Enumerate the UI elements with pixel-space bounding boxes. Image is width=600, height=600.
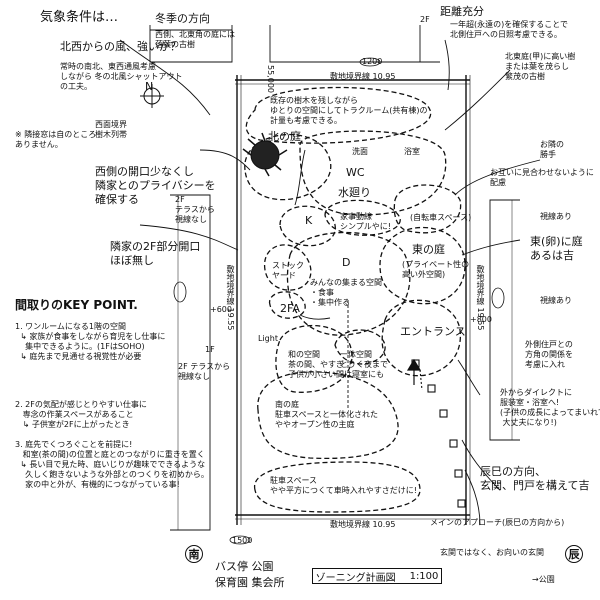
- zone-south-garden: [257, 371, 399, 460]
- south-mark: 南: [185, 545, 203, 563]
- zone-east-garden: [379, 226, 466, 305]
- neighbor-building-nw: [149, 25, 233, 63]
- zone-entrance: [381, 299, 461, 377]
- washroom-label: 洗面: [352, 147, 368, 156]
- work-label: 家事動線 シンプルやに!: [340, 212, 391, 231]
- diagram-title-box: ゾーニング計画図 1:100: [312, 568, 442, 584]
- d-label: D: [342, 256, 351, 269]
- zone-bike: [393, 184, 462, 234]
- zone-2fa: [269, 291, 306, 319]
- neighbor-building-east: [489, 199, 520, 441]
- parking-label: 駐車スペース やや平方につくて車時入れやすさだけに!: [270, 476, 417, 495]
- tatami-label: 和の空間 茶の間、やすぎ 子供が小さい間は寝室にも: [288, 350, 384, 379]
- water-label: 水廻り: [338, 186, 371, 199]
- dim-marker-bottom: [229, 535, 251, 545]
- view-sight2-note: 視線あり: [540, 296, 572, 305]
- neighbor-2f-note: 隣家の2F部分開口 ほぼ無し: [110, 240, 201, 267]
- leader-wind: [119, 39, 211, 116]
- wind-detail-note: 西側、北東角の庭には 落葉の古樹: [155, 30, 235, 49]
- entrance-label: エントランス: [400, 325, 466, 338]
- north-wind-note: 北西からの風、強いか？: [60, 40, 181, 53]
- zone-parking: [254, 461, 421, 513]
- entrance-note: 玄関ではなく、お向いの玄関: [440, 548, 544, 557]
- side-label-2f: 2F テラスから 視線なし: [175, 195, 215, 224]
- light-label: Light: [258, 334, 278, 343]
- dim-top-label: 1200: [362, 57, 383, 66]
- bath-label: 浴室: [404, 147, 420, 156]
- k-label: K: [305, 214, 313, 227]
- south-boundary-label: 敷地境界線 10.95: [330, 520, 396, 529]
- zone-tatami: [275, 324, 353, 393]
- east-garden-label: 東の庭: [412, 243, 445, 256]
- distance-note: 距離充分: [440, 5, 484, 18]
- wc-label: WC: [346, 166, 365, 179]
- east-garden-sub: (プライベート性の 高い外空間): [402, 260, 470, 279]
- floor-2f-label: 2F: [420, 15, 430, 24]
- north-compass-icon: [140, 84, 164, 108]
- existing-tree-icon: [242, 132, 288, 177]
- 2fa-label: 2FA: [280, 302, 300, 315]
- dim-55000-label: 55,000: [266, 65, 275, 93]
- bike-label: (自転車スペース): [410, 213, 472, 222]
- west-wind-note: 常時の南北、東西通風考慮 しながら 冬の北風シャットアウト の工夫。: [60, 62, 183, 91]
- outside-direct-note: 外からダイレクトに 服装室・浴室へ! (子供の成長によってまいれても 大丈夫にな…: [500, 388, 600, 427]
- diagram-title: ゾーニング計画図: [315, 572, 396, 584]
- tatsumi-mark: 辰: [565, 545, 583, 563]
- zone-storage: [264, 244, 312, 291]
- key-point-3: 3. 庭先でくつろぐことを前提に! 和室(茶の間)の位置と庭とのつながりに重きを…: [15, 440, 209, 489]
- view-r-note: お互いに見合わせないように 配慮: [490, 168, 594, 187]
- tatsumi-note: 辰巳の方向、 玄関、門戸を構えて吉: [480, 465, 590, 492]
- bus-stop-label: バス停 公園: [215, 560, 274, 573]
- neighbor-window-r: お隣の 勝手: [540, 140, 564, 159]
- diagram-scale: 1:100: [409, 570, 439, 582]
- neighbor-relation-note: 外側住戸との 方角の関係を 考慮に入れ: [525, 340, 573, 369]
- zone-water: [299, 130, 447, 216]
- west-view-note: 西側の開口少なくし 隣家とのプライバシーを 確保する: [95, 165, 216, 206]
- north-mark: N: [145, 80, 154, 93]
- family-room-label: みんなの集まる空間 ・食事 ・集中作る: [310, 278, 382, 307]
- entrance-arrow-icon: [406, 358, 422, 371]
- distance-detail: 一年超(永遠の)を確保することで 北側住戸への日照考慮できる。: [450, 20, 569, 39]
- dim-marker-left: [173, 281, 187, 303]
- hobby-label: 一体空間 とりく夜まで: [340, 350, 388, 369]
- neighbor-building-west: [170, 194, 211, 531]
- key-point-1: 1. ワンルームになる1階の空間 ↳ 家族が食事をしながら育児をし仕事に 集中で…: [15, 322, 166, 361]
- dim-bottom-label: 1500: [232, 536, 253, 545]
- park-arrow: →公園: [532, 575, 555, 584]
- dim-marker-right: [491, 287, 505, 309]
- south-garden-label: 南の庭 駐車スペースと一体化された ややオープン性の主庭: [275, 400, 379, 429]
- dim-vert-r-label: 敷地境界線 19.55: [476, 265, 485, 331]
- neighbor-window-note: ※ 隣接窓は自のところ ありません。: [15, 130, 97, 149]
- west-tree-note: 西面境界 樹木列帯: [95, 120, 127, 139]
- key-point-2: 2. 2Fの気配が感じとりやすい仕事に 専念の作業スペースがあること ↳ 子供室…: [15, 400, 147, 429]
- north-boundary-label: 敷地境界線 10.95: [330, 72, 396, 81]
- north-tree-note: 北東庭(甲)に高い樹 または葉を茂らし 繁茂の古樹: [505, 52, 576, 81]
- view-sight-note: 視線あり: [540, 212, 572, 221]
- north-garden-label: 北の庭: [268, 130, 301, 143]
- climate-note: 気象条件は…: [40, 10, 119, 25]
- approach-note: メインのアプローチ(辰巳の方向から): [430, 518, 565, 527]
- dim-marker-top: [359, 57, 381, 67]
- storage-label: ストック ヤード: [272, 261, 304, 280]
- plus-2-label: +800: [470, 315, 492, 324]
- top-bubble-label: 既存の樹木を残しながら ゆとりの空間にしてトラクルーム(共有棟)の 計量も考慮で…: [270, 96, 428, 125]
- zone-k: [279, 205, 336, 247]
- side-label-view: 2F テラスから 視線なし: [178, 362, 231, 381]
- zone-top-bubble: [245, 86, 432, 144]
- kindergarten-label: 保育園 集会所: [215, 576, 285, 589]
- east-tree-note: 東(卵)に庭 あるは吉: [530, 235, 583, 262]
- key-point-title: 間取りのKEY POINT.: [15, 298, 138, 312]
- plus-1-label: +600: [210, 305, 232, 314]
- floor-1f-label: 1F: [205, 345, 215, 354]
- dim-vert-label: 敷地境界線 19.55: [226, 265, 235, 331]
- wind-direction-note: 冬季の方向: [155, 12, 210, 25]
- zone-hobby: [334, 329, 386, 365]
